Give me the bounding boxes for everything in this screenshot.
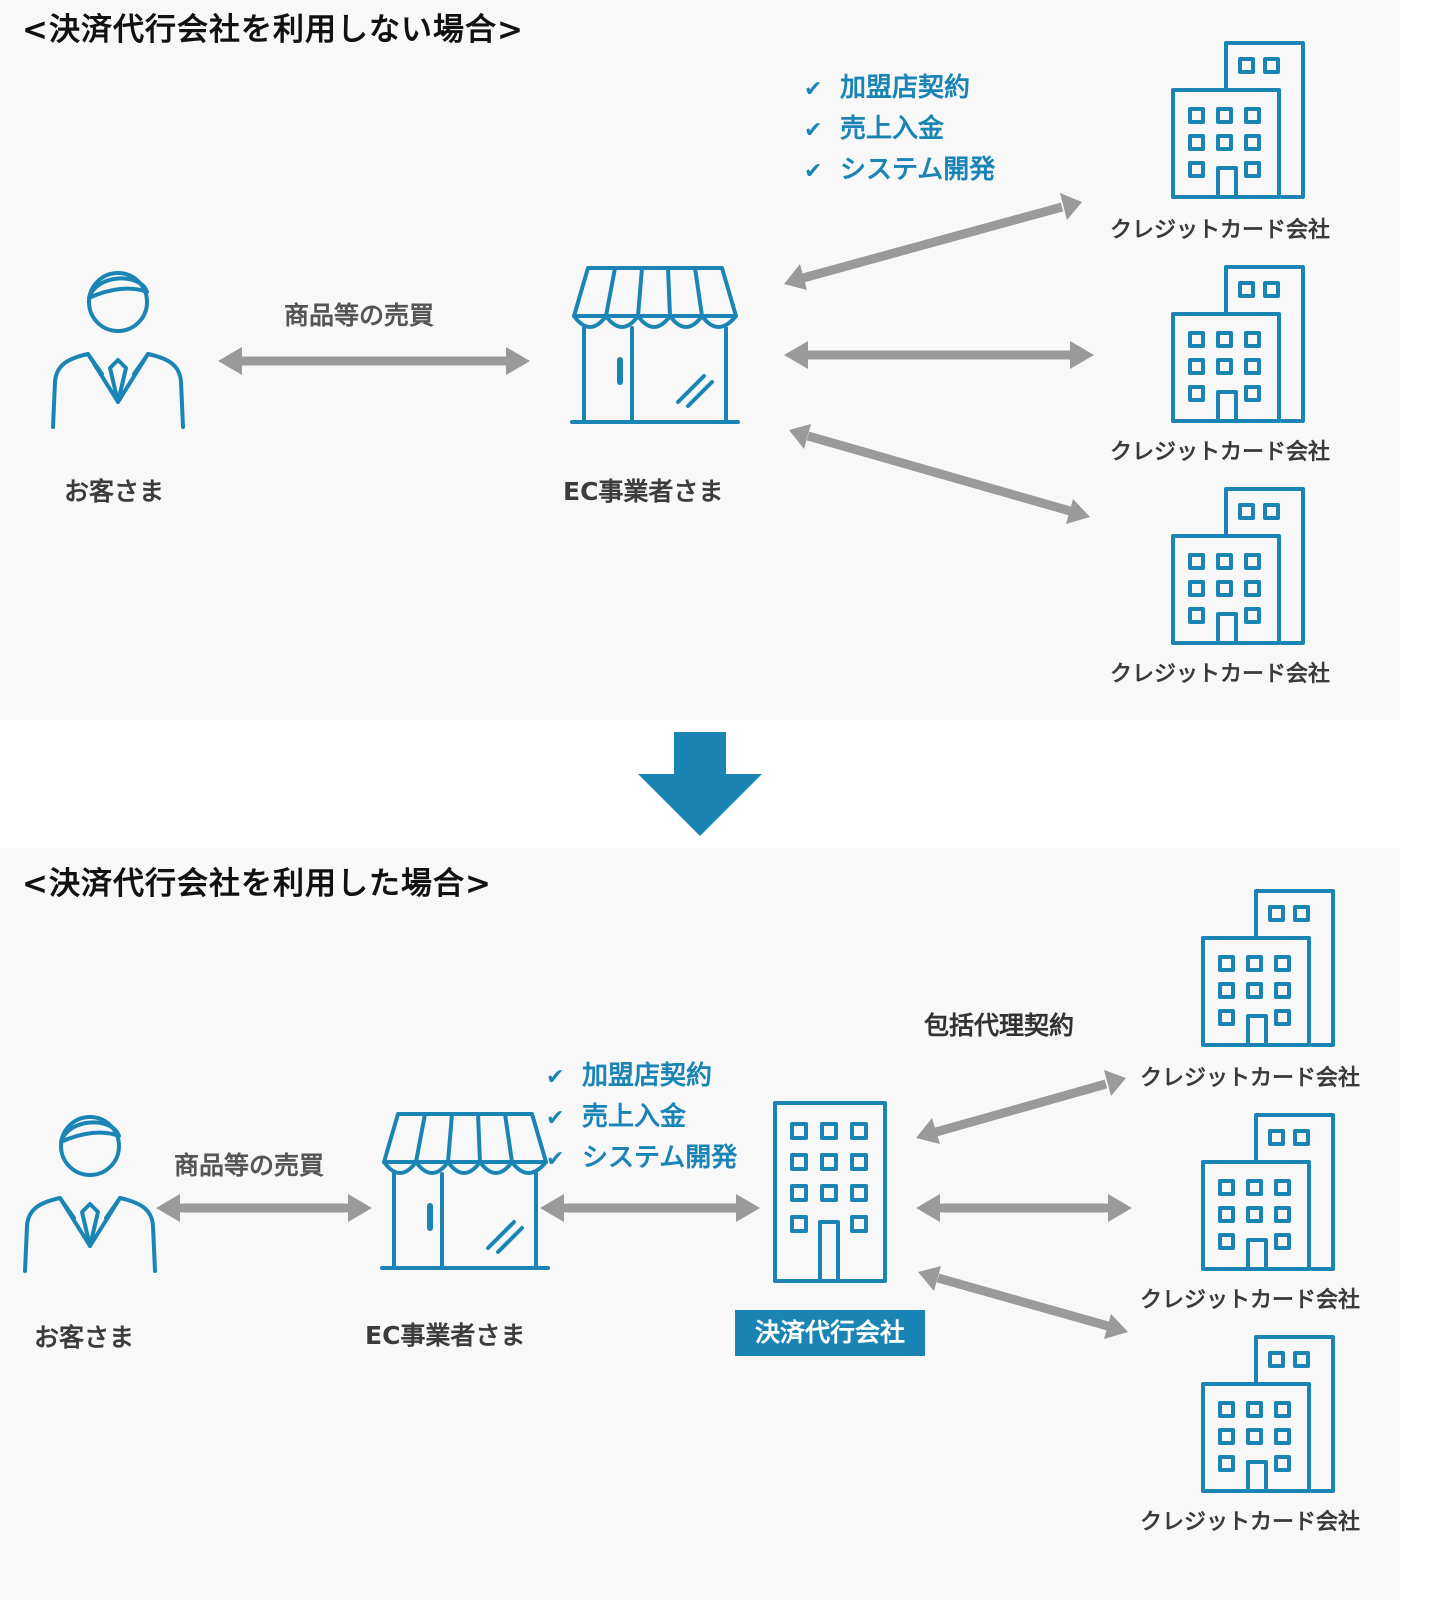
check-item: ✔システム開発 — [546, 1138, 737, 1179]
building-icon — [1170, 40, 1310, 200]
card-company-label: クレジットカード会社 — [1140, 1066, 1361, 1091]
check-icon: ✔ — [804, 118, 823, 143]
check-item: ✔売上入金 — [546, 1097, 737, 1138]
building-icon — [1200, 1112, 1340, 1272]
building-icon — [1200, 888, 1340, 1048]
card-company-label: クレジットカード会社 — [1140, 1510, 1361, 1535]
card-company-label: クレジットカード会社 — [1110, 218, 1331, 243]
check-item: ✔加盟店契約 — [804, 68, 995, 109]
double-arrow-icon — [540, 1194, 760, 1222]
double-arrow-icon — [218, 347, 530, 375]
building-icon — [1170, 264, 1310, 424]
panel-without-agency: <決済代行会社を利用しない場合> お客さま 商品等の売買 — [0, 0, 1400, 720]
heading-without-agency: <決済代行会社を利用しない場合> — [22, 12, 524, 48]
arrows-without-agency — [218, 193, 1094, 524]
merchant-tasks-list: ✔加盟店契約 ✔売上入金 ✔システム開発 — [546, 1056, 737, 1179]
down-arrow-icon — [638, 732, 762, 836]
ec-label: EC事業者さま — [365, 1321, 526, 1350]
double-arrow-icon — [789, 424, 1090, 524]
comprehensive-contract-label: 包括代理契約 — [924, 1011, 1075, 1040]
customer-label: お客さま — [64, 477, 165, 506]
check-item: ✔加盟店契約 — [546, 1056, 737, 1097]
building-icon — [772, 1100, 888, 1284]
heading-with-agency: <決済代行会社を利用した場合> — [22, 866, 492, 902]
store-icon — [570, 264, 740, 429]
merchant-tasks-list: ✔加盟店契約 ✔売上入金 ✔システム開発 — [804, 68, 995, 191]
check-icon: ✔ — [804, 159, 823, 184]
card-company-label: クレジットカード会社 — [1110, 662, 1331, 687]
check-item: ✔システム開発 — [804, 150, 995, 191]
arrows-with-agency — [156, 1070, 1132, 1339]
check-icon: ✔ — [546, 1065, 565, 1090]
double-arrow-icon — [918, 1266, 1128, 1339]
trade-label: 商品等の売買 — [284, 301, 435, 330]
card-company-label: クレジットカード会社 — [1140, 1288, 1361, 1313]
building-icon — [1200, 1334, 1340, 1494]
card-company-label: クレジットカード会社 — [1110, 440, 1331, 465]
trade-label: 商品等の売買 — [174, 1151, 325, 1180]
check-item: ✔売上入金 — [804, 109, 995, 150]
check-icon: ✔ — [546, 1147, 565, 1172]
double-arrow-icon — [156, 1194, 372, 1222]
ec-label: EC事業者さま — [563, 477, 724, 506]
panel-with-agency: <決済代行会社を利用した場合> お客さま 商品等の売買 — [0, 848, 1400, 1600]
customer-label: お客さま — [34, 1323, 135, 1352]
check-icon: ✔ — [804, 77, 823, 102]
agency-badge: 決済代行会社 — [735, 1310, 925, 1356]
store-icon — [380, 1110, 550, 1275]
building-icon — [1170, 486, 1310, 646]
double-arrow-icon — [916, 1194, 1132, 1222]
double-arrow-icon — [784, 193, 1082, 290]
check-icon: ✔ — [546, 1106, 565, 1131]
double-arrow-icon — [784, 341, 1094, 369]
double-arrow-icon — [916, 1070, 1126, 1144]
